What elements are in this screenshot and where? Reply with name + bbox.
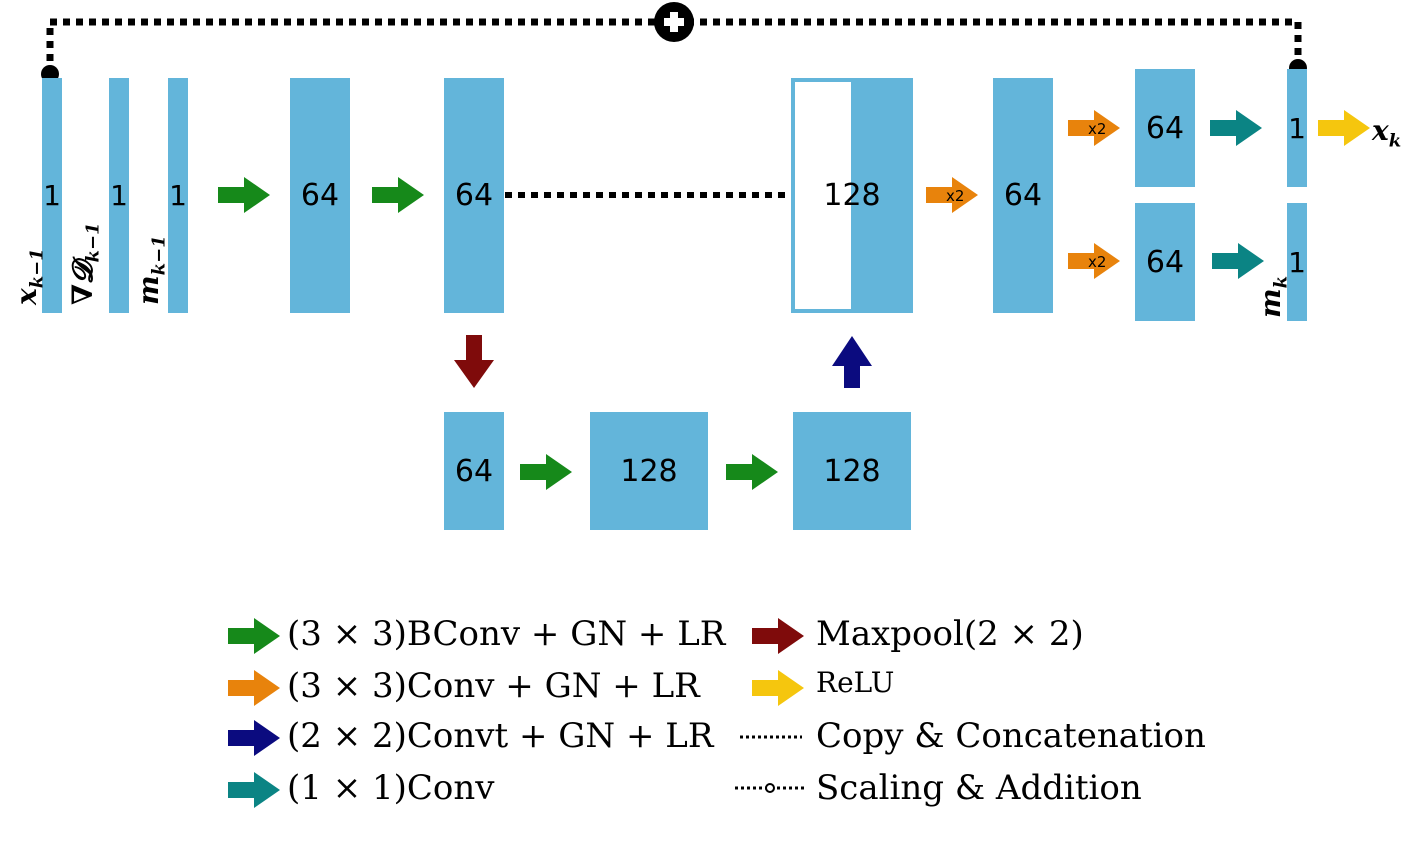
output-x-block: 1: [1287, 69, 1307, 187]
bconv-arrow-1: [218, 177, 270, 213]
legend-conv1x1-text: (1 × 1)Conv: [287, 768, 495, 808]
maxpool-arrow: [454, 335, 494, 388]
concat-label-wrap: 128: [791, 78, 913, 313]
legend-maxpool-text: Maxpool(2 × 2): [816, 614, 1084, 654]
concat-up-block: [851, 78, 913, 313]
output-x-label: xk: [1372, 114, 1402, 152]
encoder-conv2-block: 64: [444, 78, 504, 313]
pool-block: 64: [444, 412, 504, 530]
conv1x1-arrow-1: [1210, 110, 1262, 146]
legend-relu-arrow: [752, 670, 804, 706]
bconv-arrow-2: [372, 177, 424, 213]
legend-conv-text: (3 × 3)Conv + GN + LR: [287, 666, 700, 706]
legend-maxpool-arrow: [752, 618, 804, 654]
head-bottom-block: 64: [1135, 203, 1195, 321]
conv1x1-arrow-2: [1212, 243, 1264, 279]
concat-channels: 128: [823, 178, 881, 213]
input-grad-block: 1: [109, 78, 129, 313]
bottleneck-conv2-channels: 128: [823, 453, 881, 489]
output-m-channels: 1: [1288, 245, 1306, 279]
pool-channels: 64: [454, 453, 494, 489]
decoder-conv-block: 64: [993, 78, 1053, 313]
legend-relu-text: ReLU: [816, 666, 895, 699]
legend-bconv-text: (3 × 3)BConv + GN + LR: [287, 614, 726, 654]
convt-arrow: [832, 336, 872, 388]
decoder-conv-channels: 64: [1003, 178, 1043, 213]
bottleneck-conv-block: 128: [590, 412, 708, 530]
legend-conv-arrow: [228, 670, 280, 706]
legend-scaling-text: Scaling & Addition: [816, 768, 1142, 808]
input-x-channels: 1: [43, 179, 61, 212]
legend-copy-text: Copy & Concatenation: [816, 716, 1206, 756]
head-top-block: 64: [1135, 69, 1195, 187]
legend-bconv-arrow: [228, 618, 280, 654]
upsample-label-3: x2: [1088, 253, 1107, 271]
encoder-conv2-channels: 64: [454, 178, 494, 213]
bottleneck-conv2-block: 128: [793, 412, 911, 530]
output-m-block: 1: [1287, 203, 1307, 321]
input-grad-channels: 1: [110, 179, 128, 212]
legend-convt-text: (2 × 2)Convt + GN + LR: [287, 716, 714, 756]
upsample-label-1: x2: [946, 187, 965, 205]
legend-convt-arrow: [228, 720, 280, 756]
relu-arrow: [1318, 110, 1370, 146]
encoder-conv1-block: 64: [290, 78, 350, 313]
head-top-channels: 64: [1145, 110, 1185, 146]
input-m-block: 1: [168, 78, 188, 313]
legend-conv1x1-arrow: [228, 772, 280, 808]
bconv-arrow-4: [726, 454, 778, 490]
head-bottom-channels: 64: [1145, 244, 1185, 280]
input-m-channels: 1: [169, 179, 187, 212]
encoder-conv1-channels: 64: [300, 178, 340, 213]
output-x-channels: 1: [1288, 111, 1306, 145]
input-x-block: 1: [42, 78, 62, 313]
bconv-arrow-3: [520, 454, 572, 490]
bottleneck-conv-channels: 128: [620, 453, 678, 489]
upsample-label-2: x2: [1088, 120, 1107, 138]
